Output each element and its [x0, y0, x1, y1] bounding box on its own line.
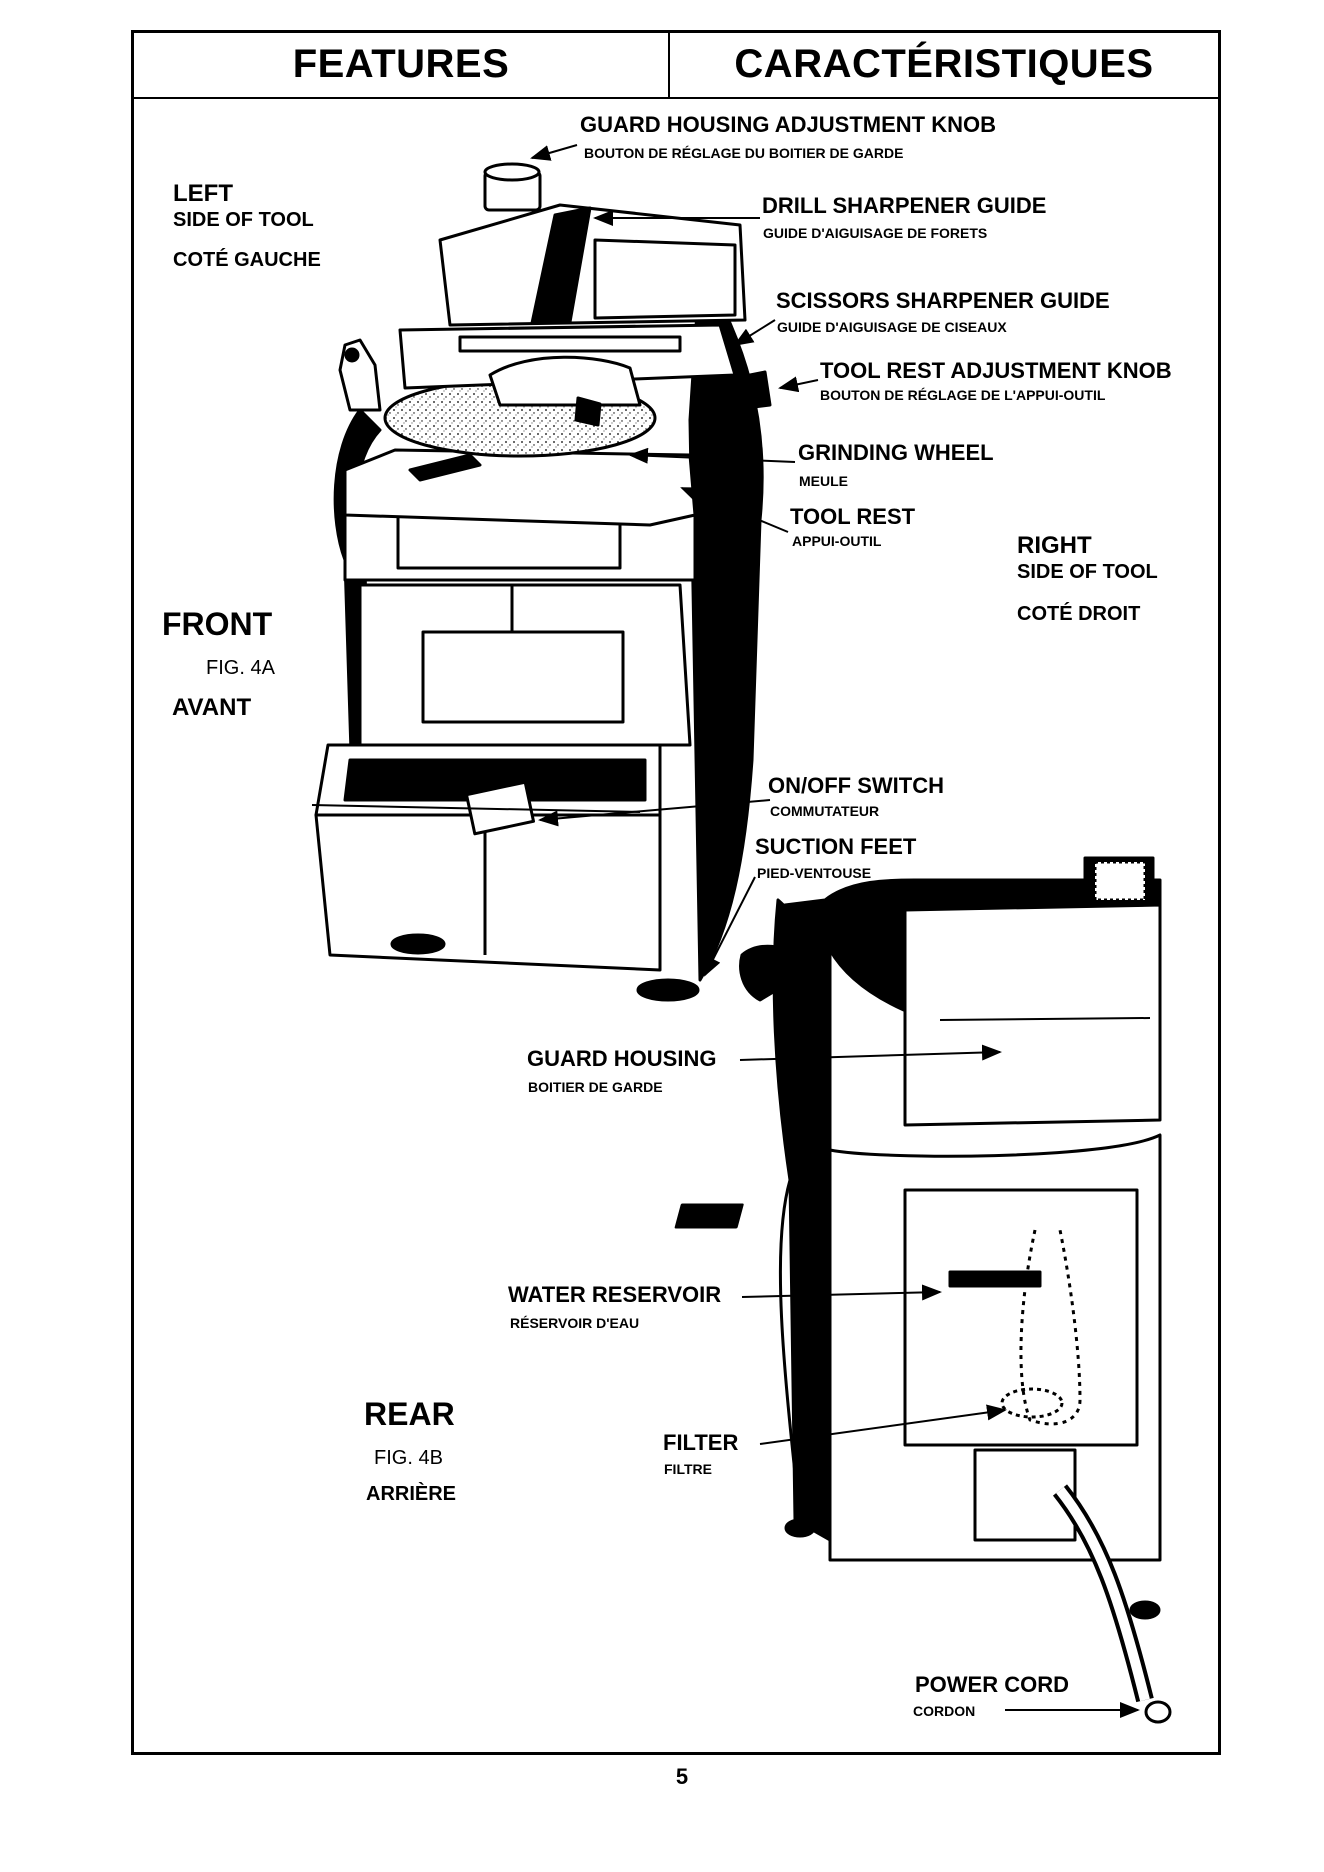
callout-tool-rest-adjustment-knob-fr: BOUTON DE RÉGLAGE DE L'APPUI-OUTIL	[820, 387, 1106, 403]
callout-guard-housing-adjustment-knob-fr: BOUTON DE RÉGLAGE DU BOITIER DE GARDE	[584, 145, 904, 161]
callout-tool-rest-fr: APPUI-OUTIL	[792, 533, 882, 549]
rear-foot-left	[784, 1518, 816, 1538]
right-side-label: RIGHT	[1017, 532, 1092, 559]
front-foot-left	[390, 933, 446, 955]
callout-grinding-wheel-fr: MEULE	[799, 473, 848, 489]
front-caption-title: FRONT	[162, 606, 273, 642]
left-side-label: LEFT	[173, 180, 233, 207]
callout-power-cord-fr: CORDON	[913, 1703, 976, 1719]
rear-tool-rest-knob	[739, 944, 822, 1002]
callout-on-off-switch: ON/OFF SWITCH	[768, 773, 944, 798]
rear-caption-french: ARRIÈRE	[366, 1483, 457, 1505]
front-tool-rest-plate	[343, 448, 697, 527]
leader-lines	[311, 144, 1140, 1718]
rear-caption-title: REAR	[364, 1396, 455, 1432]
callout-tool-rest: TOOL REST	[790, 504, 916, 529]
callout-suction-feet-fr: PIED-VENTOUSE	[757, 865, 872, 881]
callout-drill-sharpener-guide-fr: GUIDE D'AIGUISAGE DE FORETS	[763, 225, 988, 241]
header-title-french: CARACTÉRISTIQUES	[734, 42, 1154, 86]
rear-reservoir-panel	[903, 1188, 1139, 1447]
callout-drill-sharpener-guide: DRILL SHARPENER GUIDE	[762, 193, 1047, 218]
callout-water-reservoir: WATER RESERVOIR	[508, 1282, 722, 1307]
callout-guard-housing-fr: BOITIER DE GARDE	[528, 1079, 663, 1095]
header-column-divider	[668, 30, 670, 98]
rear-filter	[1000, 1387, 1064, 1419]
front-base-lower	[314, 810, 662, 972]
header-title-english: FEATURES	[292, 42, 510, 86]
page-number: 5	[675, 1764, 689, 1789]
left-side-french-label: COTÉ GAUCHE	[173, 249, 321, 271]
callout-guard-housing-adjustment-knob: GUARD HOUSING ADJUSTMENT KNOB	[580, 112, 996, 137]
front-switch-rocker	[464, 780, 536, 836]
callout-water-reservoir-fr: RÉSERVOIR D'EAU	[510, 1315, 640, 1331]
left-side-sublabel: SIDE OF TOOL	[173, 209, 314, 231]
rear-view-drawing	[674, 856, 1172, 1724]
header-divider	[131, 97, 1221, 99]
callout-filter-fr: FILTRE	[664, 1461, 712, 1477]
front-view-drawing	[314, 162, 772, 1002]
callout-power-cord: POWER CORD	[915, 1672, 1069, 1697]
front-caption-figure: FIG. 4A	[206, 657, 275, 679]
callout-on-off-switch-fr: COMMUTATEUR	[770, 803, 880, 819]
callout-grinding-wheel: GRINDING WHEEL	[798, 440, 994, 465]
callout-filter: FILTER	[663, 1430, 739, 1455]
front-caption-french: AVANT	[172, 694, 252, 721]
front-window	[421, 630, 625, 724]
front-foot-right	[636, 978, 700, 1002]
rear-caption-figure: FIG. 4B	[374, 1447, 443, 1469]
callout-guard-housing: GUARD HOUSING	[527, 1046, 717, 1071]
callout-scissors-sharpener-guide-fr: GUIDE D'AIGUISAGE DE CISEAUX	[777, 319, 1007, 335]
rear-foot-right	[1129, 1600, 1161, 1620]
page-frame	[131, 30, 1221, 1755]
front-tool-rest-knob	[723, 370, 772, 412]
right-side-french-label: COTÉ DROIT	[1017, 603, 1141, 625]
callout-tool-rest-adjustment-knob: TOOL REST ADJUSTMENT KNOB	[820, 358, 1172, 383]
callout-scissors-sharpener-guide: SCISSORS SHARPENER GUIDE	[776, 288, 1110, 313]
right-side-sublabel: SIDE OF TOOL	[1017, 561, 1158, 583]
callout-suction-feet: SUCTION FEET	[755, 834, 917, 859]
